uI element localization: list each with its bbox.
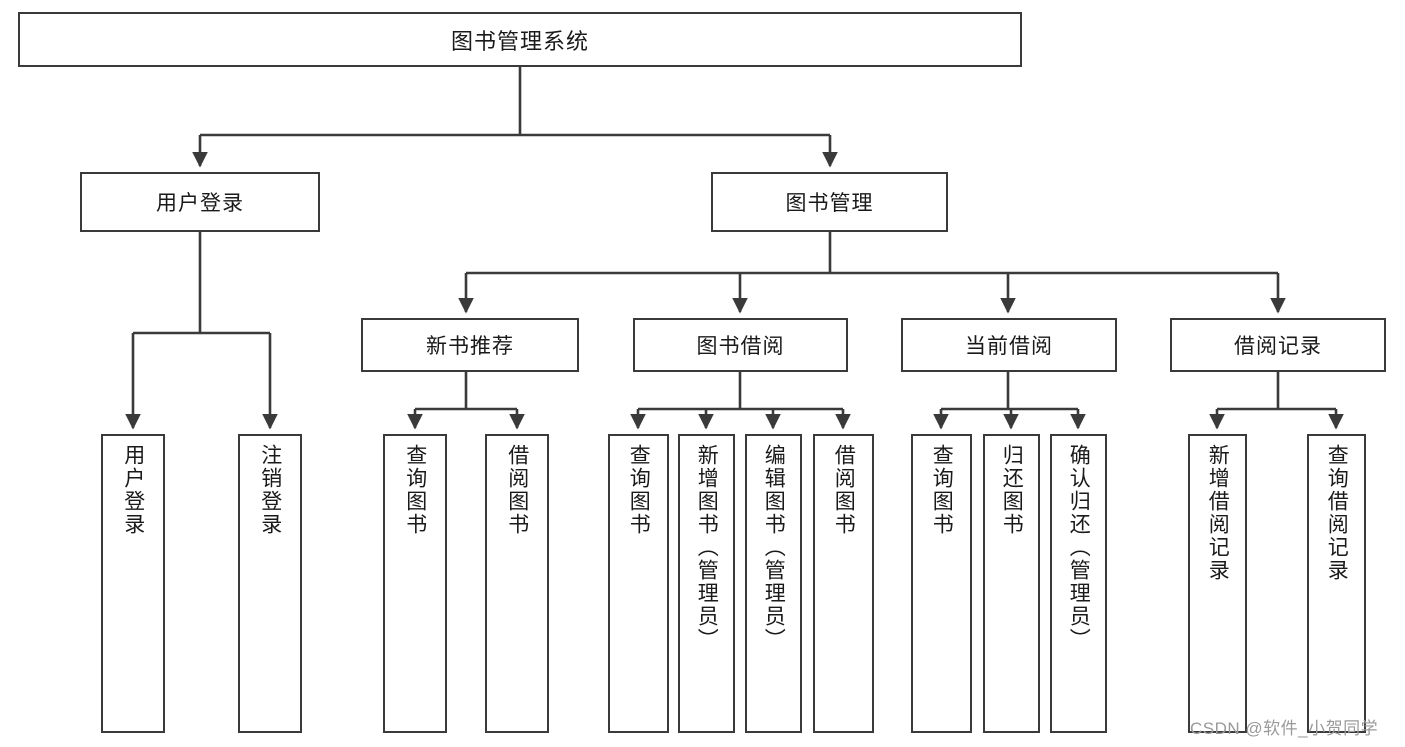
- node-user-login-label: 用户登录: [156, 192, 244, 215]
- leaf-query-book-current-label: 查询图书: [930, 444, 954, 536]
- node-book-management-label: 图书管理: [785, 192, 874, 215]
- leaf-add-borrow-record-label: 新增借阅记录: [1206, 444, 1230, 582]
- leaf-return-book-label: 归还图书: [1000, 444, 1024, 536]
- leaf-user-login[interactable]: 用户登录: [101, 434, 165, 733]
- node-book-borrow[interactable]: 图书借阅: [633, 318, 848, 372]
- node-borrow-record[interactable]: 借阅记录: [1170, 318, 1386, 372]
- leaf-user-login-label: 用户登录: [121, 444, 145, 536]
- leaf-borrow-book-label: 借阅图书: [832, 444, 856, 536]
- node-book-management[interactable]: 图书管理: [711, 172, 948, 232]
- leaf-edit-book-admin[interactable]: 编辑图书（管理员）: [745, 434, 802, 733]
- node-book-borrow-label: 图书借阅: [696, 335, 785, 358]
- leaf-add-book-admin-label: 新增图书（管理员）: [695, 444, 719, 651]
- leaf-add-book-admin[interactable]: 新增图书（管理员）: [678, 434, 735, 733]
- node-root[interactable]: 图书管理系统: [18, 12, 1022, 67]
- leaf-logout[interactable]: 注销登录: [238, 434, 302, 733]
- node-root-label: 图书管理系统: [450, 28, 589, 54]
- node-new-book-recommend[interactable]: 新书推荐: [361, 318, 579, 372]
- leaf-borrow-book[interactable]: 借阅图书: [813, 434, 874, 733]
- leaf-borrow-book-rec-label: 借阅图书: [505, 444, 529, 536]
- leaf-query-borrow-record-label: 查询借阅记录: [1325, 444, 1349, 582]
- leaf-edit-book-admin-label: 编辑图书（管理员）: [762, 444, 786, 651]
- node-current-borrow-label: 当前借阅: [965, 335, 1053, 358]
- leaf-query-book-borrow-label: 查询图书: [627, 444, 651, 536]
- leaf-logout-label: 注销登录: [258, 444, 282, 536]
- leaf-return-book[interactable]: 归还图书: [983, 434, 1040, 733]
- leaf-confirm-return-admin[interactable]: 确认归还（管理员）: [1050, 434, 1107, 733]
- leaf-query-book-borrow[interactable]: 查询图书: [608, 434, 669, 733]
- leaf-add-borrow-record[interactable]: 新增借阅记录: [1188, 434, 1247, 733]
- leaf-query-book-current[interactable]: 查询图书: [911, 434, 972, 733]
- leaf-query-book-rec[interactable]: 查询图书: [383, 434, 447, 733]
- node-borrow-record-label: 借阅记录: [1234, 335, 1322, 358]
- leaf-query-book-rec-label: 查询图书: [403, 444, 427, 536]
- node-new-book-recommend-label: 新书推荐: [426, 335, 514, 358]
- leaf-query-borrow-record[interactable]: 查询借阅记录: [1307, 434, 1366, 733]
- node-user-login[interactable]: 用户登录: [80, 172, 320, 232]
- leaf-borrow-book-rec[interactable]: 借阅图书: [485, 434, 549, 733]
- node-current-borrow[interactable]: 当前借阅: [901, 318, 1117, 372]
- watermark: CSDN @软件_小贺同学: [1190, 719, 1379, 738]
- leaf-confirm-return-admin-label: 确认归还（管理员）: [1067, 444, 1091, 651]
